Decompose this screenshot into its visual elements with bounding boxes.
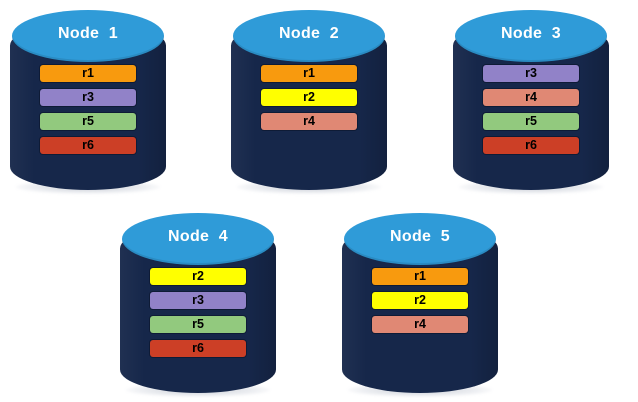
replica-list: r1 r2 r4: [260, 65, 358, 130]
replica-bar-r4[interactable]: r4: [482, 89, 580, 106]
replica-list: r2 r3 r5 r6: [149, 268, 247, 357]
cylinder-body: [10, 22, 166, 190]
cylinder-top-ellipse: [12, 10, 164, 62]
database-node-4[interactable]: Node 4 r2 r3 r5 r6: [120, 211, 276, 397]
node-label: Node 2: [279, 25, 339, 42]
cylinder-top-ellipse: [233, 10, 385, 62]
replica-bar-r2[interactable]: r2: [260, 89, 358, 106]
replica-bar-r2[interactable]: r2: [371, 292, 469, 309]
node-label: Node 4: [168, 228, 228, 245]
replica-list: r1 r3 r5 r6: [39, 65, 137, 154]
node-label: Node 5: [390, 228, 450, 245]
replica-bar-r3[interactable]: r3: [482, 65, 580, 82]
database-node-3[interactable]: Node 3 r3 r4 r5 r6: [453, 8, 609, 194]
replica-list: r1 r2 r4: [371, 268, 469, 333]
replica-list: r3 r4 r5 r6: [482, 65, 580, 154]
replica-bar-r2[interactable]: r2: [149, 268, 247, 285]
replica-bar-r6[interactable]: r6: [482, 137, 580, 154]
database-node-2[interactable]: Node 2 r1 r2 r4: [231, 8, 387, 194]
node-label: Node 3: [501, 25, 561, 42]
replica-bar-r4[interactable]: r4: [371, 316, 469, 333]
node-label: Node 1: [58, 25, 118, 42]
cylinder-top-ellipse: [455, 10, 607, 62]
replica-bar-r5[interactable]: r5: [149, 316, 247, 333]
database-node-1[interactable]: Node 1 r1 r3 r5 r6: [10, 8, 166, 194]
cylinder-top-ellipse: [122, 213, 274, 265]
replica-bar-r1[interactable]: r1: [371, 268, 469, 285]
replica-bar-r3[interactable]: r3: [39, 89, 137, 106]
replica-bar-r3[interactable]: r3: [149, 292, 247, 309]
database-node-5[interactable]: Node 5 r1 r2 r4: [342, 211, 498, 397]
replica-bar-r6[interactable]: r6: [39, 137, 137, 154]
replica-bar-r5[interactable]: r5: [39, 113, 137, 130]
replica-bar-r5[interactable]: r5: [482, 113, 580, 130]
replica-bar-r4[interactable]: r4: [260, 113, 358, 130]
replica-bar-r1[interactable]: r1: [39, 65, 137, 82]
replica-bar-r6[interactable]: r6: [149, 340, 247, 357]
replica-bar-r1[interactable]: r1: [260, 65, 358, 82]
cylinder-top-ellipse: [344, 213, 496, 265]
